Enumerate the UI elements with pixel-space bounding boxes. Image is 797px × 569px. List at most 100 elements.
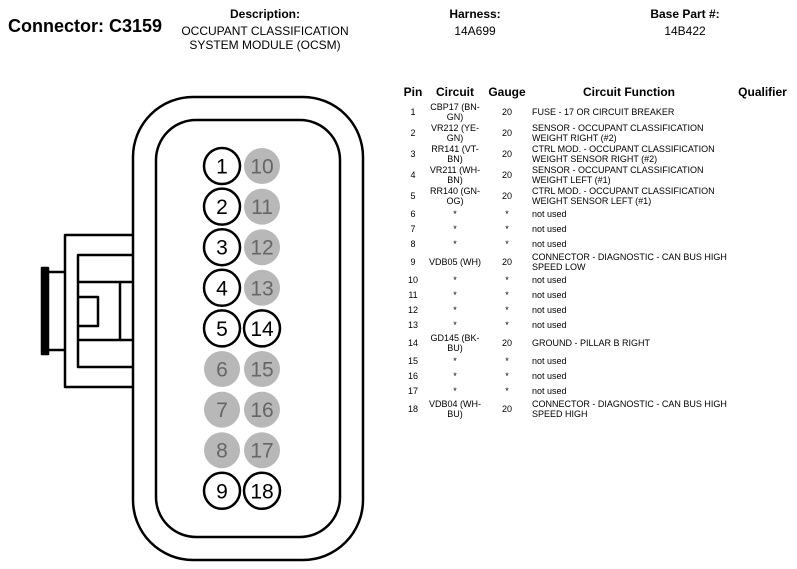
circuit-cell: CBP17 (BN-GN) xyxy=(430,101,480,122)
connector-title: Connector: C3159 xyxy=(8,16,163,36)
gauge-cell: * xyxy=(505,208,509,219)
pin-12: 12 xyxy=(244,229,280,266)
circuit-cell: * xyxy=(453,289,457,300)
pin-cell: 12 xyxy=(407,304,418,315)
pin-circle xyxy=(244,188,280,225)
qualifier-cell xyxy=(728,398,797,419)
table-row: 8**not used xyxy=(400,236,797,251)
circuit-function-cell: not used xyxy=(532,319,567,330)
pin-number-label: 5 xyxy=(216,318,228,341)
pin-circle xyxy=(244,351,280,387)
pinout-table: Pin Circuit Gauge Circuit Function Quali… xyxy=(400,83,797,419)
gauge-cell: 20 xyxy=(501,127,512,138)
pin-circle xyxy=(242,471,282,511)
pin-6: 6 xyxy=(204,351,240,387)
circuit-cell: * xyxy=(453,304,457,315)
connector-inner-cavity xyxy=(154,118,342,539)
pin-7: 7 xyxy=(204,391,240,428)
circuit-function-cell: not used xyxy=(532,304,567,315)
gauge-cell: * xyxy=(505,238,509,249)
pin-circle xyxy=(244,229,280,266)
pin-1: 1 xyxy=(202,146,242,186)
circuit-function-cell: CONNECTOR - DIAGNOSTIC - CAN BUS HIGH SP… xyxy=(532,398,727,419)
gauge-cell: 20 xyxy=(501,337,512,348)
gauge-cell: * xyxy=(505,289,509,300)
pin-cell: 6 xyxy=(410,208,416,219)
pin-13: 13 xyxy=(244,269,280,306)
pin-number-label: 3 xyxy=(216,237,228,260)
circuit-cell: VDB04 (WH-BU) xyxy=(428,398,481,419)
gauge-cell: * xyxy=(505,319,509,330)
gauge-cell: 20 xyxy=(501,190,512,201)
circuit-function-cell: not used xyxy=(532,289,567,300)
pin-5: 5 xyxy=(202,309,242,348)
pin-circle xyxy=(244,269,280,306)
circuit-cell: * xyxy=(453,274,457,285)
pin-number-label: 4 xyxy=(216,277,228,300)
pin-cell: 10 xyxy=(407,274,418,285)
pin-cell: 17 xyxy=(407,385,418,396)
table-row: 13 * * not used xyxy=(400,317,797,332)
pin-number-label: 8 xyxy=(216,440,228,463)
circuit-function-cell: CTRL MOD. - OCCUPANT CLASSIFICATION WEIG… xyxy=(532,185,715,206)
pin-circle xyxy=(244,432,280,469)
circuit-cell: * xyxy=(453,223,457,234)
pin-number-label: 9 xyxy=(216,480,228,503)
pin-18: 18 xyxy=(242,471,282,511)
pin-cell: 3 xyxy=(410,148,416,159)
table-row: 17**not used xyxy=(400,383,797,398)
pin-circle xyxy=(244,148,280,184)
pin-4: 4 xyxy=(202,268,242,308)
pin-cell: 16 xyxy=(407,370,418,381)
qualifier-cell xyxy=(728,302,797,317)
base-part-value: 14B422 xyxy=(664,24,706,38)
pin-number-label: 12 xyxy=(250,237,273,260)
circuit-cell: * xyxy=(453,208,457,219)
qualifier-cell xyxy=(728,206,797,221)
header-pin: Pin xyxy=(403,85,423,99)
connector-latch xyxy=(40,233,133,389)
circuit-function-cell: not used xyxy=(532,355,567,366)
pin-number-label: 6 xyxy=(216,359,228,382)
pin-cell: 2 xyxy=(410,127,416,138)
table-row: 11 * * not used xyxy=(400,287,797,302)
pin-circle xyxy=(202,471,242,511)
qualifier-cell xyxy=(728,368,797,383)
pin-circle xyxy=(204,351,240,387)
header-circuit: Circuit xyxy=(435,85,474,99)
qualifier-cell xyxy=(728,101,797,122)
circuit-function-cell: CTRL MOD. - OCCUPANT CLASSIFICATION WEIG… xyxy=(532,143,715,164)
qualifier-cell xyxy=(728,287,797,302)
circuit-function-cell: GROUND - PILLAR B RIGHT xyxy=(532,337,651,348)
circuit-cell: * xyxy=(453,319,457,330)
gauge-cell: 20 xyxy=(501,169,512,180)
pin-cell: 11 xyxy=(408,289,418,300)
pin-number-label: 1 xyxy=(216,156,228,179)
pin-number-label: 18 xyxy=(250,480,273,503)
qualifier-cell xyxy=(728,332,797,353)
circuit-cell: GD145 (BK-BU) xyxy=(430,332,480,353)
circuit-function-cell: not used xyxy=(532,238,567,249)
pin-circle xyxy=(204,391,240,428)
circuit-function-cell: not used xyxy=(532,274,567,285)
pin-cell: 14 xyxy=(407,337,418,348)
pin-17: 17 xyxy=(244,432,280,469)
circuit-cell: VR211 (WH-BN) xyxy=(429,164,481,185)
gauge-cell: * xyxy=(505,223,509,234)
base-part-label: Base Part #: xyxy=(650,7,720,21)
table-row: 10**not used xyxy=(400,272,797,287)
pin-8: 8 xyxy=(204,432,240,469)
description-label: Description: xyxy=(229,7,300,21)
pin-number-label: 15 xyxy=(250,359,273,382)
circuit-function-cell: CONNECTOR - DIAGNOSTIC - CAN BUS HIGH SP… xyxy=(532,251,727,272)
pin-circle xyxy=(244,391,280,428)
pin-cell: 13 xyxy=(407,319,418,330)
